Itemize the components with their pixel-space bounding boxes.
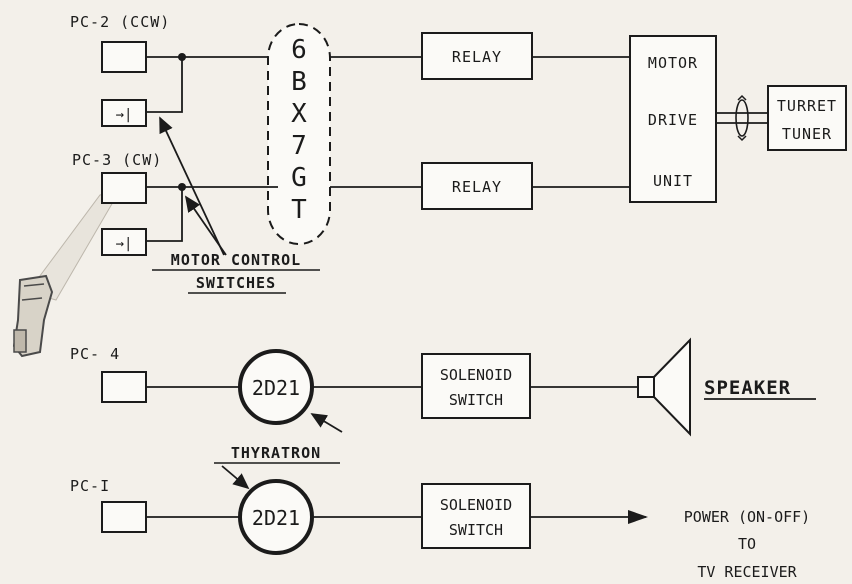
pointer-arrow xyxy=(221,465,250,490)
relay-top-box xyxy=(421,32,533,80)
motor-drive-line1: MOTOR xyxy=(648,54,698,72)
solenoid-top-line1: SOLENOID xyxy=(440,366,512,384)
pointer-arrow xyxy=(159,116,225,256)
wire-switch-top xyxy=(146,57,183,113)
motor-switch-top xyxy=(101,99,147,127)
tube-label-char: B xyxy=(291,67,307,97)
motor-drive-line3: UNIT xyxy=(653,172,693,190)
turret-tuner-box xyxy=(767,85,847,151)
tube-label-char: T xyxy=(291,195,307,225)
speaker-icon xyxy=(637,337,691,437)
power-label-1: POWER (ON-OFF) xyxy=(684,508,810,526)
relay-bottom-box xyxy=(421,162,533,210)
solenoid-top-box xyxy=(421,353,531,419)
motor-control-label-1: MOTOR CONTROL xyxy=(171,251,301,269)
pc3-photocell xyxy=(101,172,147,204)
pointer-arrow xyxy=(310,413,343,433)
motor-drive-unit-box xyxy=(629,35,717,203)
thyratron-label: THYRATRON xyxy=(231,444,321,462)
pc1-label: PC-I xyxy=(70,477,110,495)
turret-tuner-line2: TUNER xyxy=(782,125,832,143)
light-gun-icon xyxy=(12,189,122,358)
pc3-label: PC-3 (CW) xyxy=(72,151,162,169)
motor-drive-line2: DRIVE xyxy=(648,111,698,129)
tube-label-char: G xyxy=(291,163,307,193)
solenoid-bottom-box xyxy=(421,483,531,549)
power-arrow-head xyxy=(628,510,648,524)
tube-label-char: 6 xyxy=(291,35,307,65)
shaft-coupling xyxy=(716,94,768,142)
tube-label-char: X xyxy=(291,99,307,129)
pc4-photocell xyxy=(101,371,147,403)
speaker-label: SPEAKER xyxy=(704,377,791,399)
motor-switch-bottom xyxy=(101,228,147,256)
relay-bottom-label: RELAY xyxy=(452,178,502,196)
solenoid-bottom-line1: SOLENOID xyxy=(440,496,512,514)
power-label-3: TV RECEIVER xyxy=(697,563,797,581)
pc2-label: PC-2 (CCW) xyxy=(70,13,170,31)
solenoid-top-line2: SWITCH xyxy=(449,391,503,409)
thyratron-bottom-label: 2D21 xyxy=(252,506,300,530)
turret-tuner-line1: TURRET xyxy=(777,97,837,115)
pointer-arrow xyxy=(184,195,227,256)
pc2-photocell xyxy=(101,41,147,73)
tube-label-char: 7 xyxy=(291,131,307,161)
power-label-2: TO xyxy=(738,535,756,553)
solenoid-bottom-line2: SWITCH xyxy=(449,521,503,539)
tube-6bx7gt xyxy=(267,23,331,245)
pc1-photocell xyxy=(101,501,147,533)
switch-symbol: →| xyxy=(116,107,133,123)
pc4-label: PC- 4 xyxy=(70,345,120,363)
thyratron-top-label: 2D21 xyxy=(252,376,300,400)
switch-symbol: →| xyxy=(116,236,133,252)
motor-control-label-2: SWITCHES xyxy=(196,274,276,292)
wire-switch-bottom xyxy=(146,187,183,242)
relay-top-label: RELAY xyxy=(452,48,502,66)
